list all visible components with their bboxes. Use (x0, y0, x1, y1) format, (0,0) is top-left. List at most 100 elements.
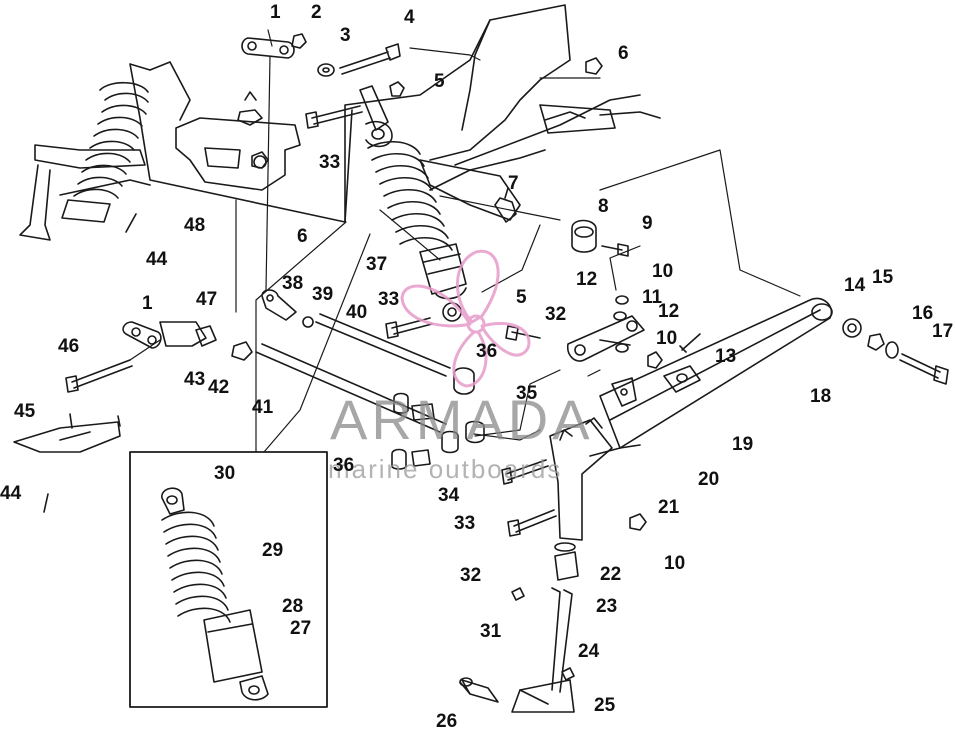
callout-26: 26 (436, 711, 458, 731)
callout-39: 39 (312, 284, 334, 305)
callout-23: 23 (596, 596, 618, 617)
callout-33: 33 (319, 152, 341, 173)
washer-3 (317, 63, 335, 77)
callout-3: 3 (340, 25, 351, 46)
callout-40: 40 (346, 302, 368, 323)
callout-29: 29 (262, 540, 284, 561)
inset-frame (129, 451, 328, 708)
lower-arm-tubes (255, 313, 451, 433)
callout-24: 24 (578, 641, 600, 662)
screw-44-lower (43, 493, 49, 513)
callout-19: 19 (732, 434, 754, 455)
inset-shock (161, 487, 269, 701)
fitting-31 (511, 587, 525, 601)
screw-44-upper (125, 213, 137, 233)
rear-block-19 (663, 365, 701, 393)
callout-33: 33 (378, 289, 400, 310)
background-shock (19, 81, 151, 241)
upper-control-arm (419, 159, 521, 223)
nut-6-right (585, 57, 603, 75)
rear-pivot-hardware (842, 318, 949, 385)
callout-22: 22 (600, 564, 622, 585)
callout-10: 10 (656, 328, 678, 349)
nut-10-mid (647, 351, 663, 369)
callout-30: 30 (214, 463, 236, 484)
bolt-32-mid (505, 325, 541, 341)
callout-17: 17 (932, 321, 954, 342)
callout-43: 43 (184, 369, 206, 390)
callout-42: 42 (208, 377, 230, 398)
callout-32: 32 (460, 565, 482, 586)
bolt-32-lower (507, 509, 557, 537)
pin-26 (459, 677, 499, 703)
callout-12: 12 (576, 269, 598, 290)
watermark-brand-name: ARMADA (330, 388, 594, 451)
skid-plate-45 (13, 413, 121, 453)
callout-18: 18 (810, 386, 832, 407)
callout-1: 1 (142, 293, 153, 314)
callout-31: 31 (480, 621, 502, 642)
callout-36: 36 (333, 455, 355, 476)
lower-left-link (122, 321, 253, 361)
watermark-tagline: marine outboards (328, 454, 563, 484)
bushings-36-34 (391, 367, 485, 470)
washers-12 (613, 295, 629, 353)
callout-6: 6 (297, 226, 308, 247)
callout-16: 16 (912, 303, 934, 324)
link-plate-top (241, 37, 295, 59)
bushing-8 (571, 219, 597, 253)
nut-5-top (389, 81, 405, 97)
callout-34: 34 (438, 485, 460, 506)
callout-13: 13 (715, 346, 737, 367)
bracket-20 (611, 377, 637, 407)
callout-5: 5 (516, 287, 527, 308)
callout-47: 47 (196, 289, 218, 310)
callout-41: 41 (252, 397, 274, 418)
callout-21: 21 (658, 497, 680, 518)
callout-14: 14 (844, 275, 866, 296)
callout-28: 28 (282, 596, 304, 617)
callout-37: 37 (366, 254, 388, 275)
callout-35: 35 (516, 383, 538, 404)
lower-link (566, 315, 645, 362)
watermark-propeller (400, 249, 531, 388)
frame-outline (129, 4, 661, 223)
callout-9: 9 (642, 213, 653, 234)
callout-2: 2 (311, 2, 322, 23)
callout-4: 4 (404, 7, 415, 28)
nut-10-lower (629, 513, 647, 531)
callout-38: 38 (282, 273, 304, 294)
leader-lines (129, 29, 801, 453)
main-shock (359, 85, 467, 322)
bolt-4 (339, 43, 401, 75)
callout-10: 10 (664, 553, 686, 574)
callout-48: 48 (184, 215, 206, 236)
bolt-46 (65, 359, 133, 393)
callout-33: 33 (454, 513, 476, 534)
bolt-9 (601, 243, 629, 257)
callout-25: 25 (594, 695, 616, 716)
spindle-assembly (511, 417, 621, 713)
callout-12: 12 (658, 301, 680, 322)
upper-mount-bracket (175, 91, 301, 191)
callout-36: 36 (476, 341, 498, 362)
callout-7: 7 (508, 173, 519, 194)
callout-20: 20 (698, 469, 720, 490)
callout-5: 5 (434, 71, 445, 92)
fitting-25 (561, 667, 575, 681)
callout-8: 8 (598, 196, 609, 217)
callout-10: 10 (652, 261, 674, 282)
callout-46: 46 (58, 336, 80, 357)
nut-6-bracket (251, 151, 269, 169)
swing-arm (599, 297, 833, 449)
bolt-13 (679, 333, 701, 353)
callout-32: 32 (545, 304, 567, 325)
callout-44: 44 (0, 483, 22, 504)
callout-15: 15 (872, 267, 894, 288)
callout-45: 45 (14, 401, 36, 422)
end-link-38-39 (261, 289, 314, 328)
callout-27: 27 (290, 618, 312, 639)
nut-2 (291, 33, 307, 49)
